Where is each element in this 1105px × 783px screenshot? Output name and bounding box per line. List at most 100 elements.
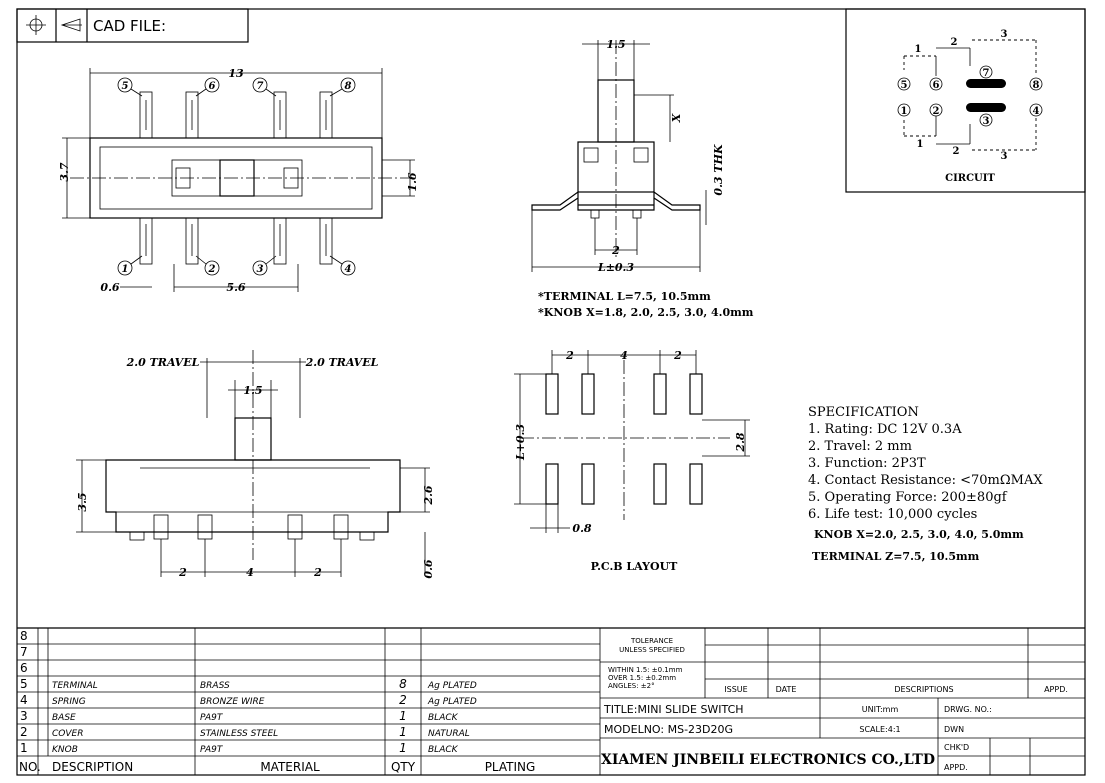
side-note-terminal: *TERMINAL L=7.5, 10.5mm xyxy=(538,290,711,303)
spec-line-5: 5. Operating Force: 200±80gf xyxy=(808,490,1008,505)
travel-left-label: 2.0 TRAVEL xyxy=(126,356,200,369)
side-overall-dim: L±0.3 xyxy=(597,261,634,274)
issue-label: ISSUE xyxy=(724,685,747,694)
top-view: 5 6 7 8 1 2 3 4 13 3.7 1.6 5.6 0.6 xyxy=(58,67,419,294)
unless-label: UNLESS SPECIFIED xyxy=(619,646,685,654)
circuit-pos-bottom-2: 2 xyxy=(953,146,960,157)
circuit-pin-5: 5 xyxy=(901,80,908,91)
pcb-pad-width: 0.8 xyxy=(572,522,591,535)
circuit-pin-2: 2 xyxy=(933,106,940,117)
spec-knob: KNOB X=2.0, 2.5, 3.0, 4.0, 5.0mm xyxy=(814,528,1024,541)
bom-head-qty: QTY xyxy=(391,760,416,774)
bom-row-1-plating: BLACK xyxy=(428,745,459,755)
front-pitch-left: 2 xyxy=(178,566,187,579)
spec-line-2: 2. Travel: 2 mm xyxy=(808,439,912,454)
pin-label-5: 5 xyxy=(122,81,129,92)
pin-label-3: 3 xyxy=(257,264,264,275)
pcb-pitch-left: 2 xyxy=(565,349,574,362)
unit-label: UNIT:mm xyxy=(862,705,899,714)
pin-label-1: 1 xyxy=(122,264,129,275)
model-no: MODELNO: MS-23D20G xyxy=(604,723,733,736)
front-view: 2.0 TRAVEL 2.0 TRAVEL 1.5 3.5 2.6 0.6 2 … xyxy=(76,350,435,579)
spec-terminal: TERMINAL Z=7.5, 10.5mm xyxy=(812,550,980,563)
pcb-pitch-mid: 4 xyxy=(620,349,628,362)
circuit-pos-bottom-3: 3 xyxy=(1001,151,1008,162)
circuit-pin-3: 3 xyxy=(983,116,990,127)
tolerance-label: TOLERANCE xyxy=(630,637,673,645)
bom-head-desc: DESCRIPTION xyxy=(52,760,133,774)
dwn-label: DWN xyxy=(944,725,964,734)
front-knob-width: 1.5 xyxy=(243,384,262,397)
bom-row-3-desc: BASE xyxy=(52,713,76,723)
pin-label-7: 7 xyxy=(257,81,264,92)
bom-row-5-plating: Ag PLATED xyxy=(427,681,477,691)
side-inner-dim: 2 xyxy=(611,244,620,257)
circuit-pin-1: 1 xyxy=(901,106,908,117)
spec-line-6: 6. Life test: 10,000 cycles xyxy=(808,507,977,522)
spec-line-3: 3. Function: 2P3T xyxy=(808,456,926,471)
front-pitch-right: 2 xyxy=(313,566,322,579)
date-label: DATE xyxy=(776,685,797,694)
bom-row-2-desc: COVER xyxy=(52,729,83,739)
cylindricity-symbol-icon xyxy=(60,18,82,32)
pcb-layout: 2 4 2 L+0.3 2.8 0.8 P.C.B LAYOUT xyxy=(514,349,750,573)
dim-height: 3.7 xyxy=(58,162,71,181)
spec-line-4: 4. Contact Resistance: <70mΩMAX xyxy=(808,473,1043,488)
circuit-pin-6: 6 xyxy=(933,80,940,91)
cad-header: CAD FILE: xyxy=(16,8,249,43)
bom-header-row: NO. DESCRIPTION MATERIAL QTY PLATING xyxy=(19,760,535,774)
bom-head-no: NO. xyxy=(19,760,41,774)
side-view: 1.5 X 0.3 THK 2 L±0.3 *TERMINAL L=7.5, 1… xyxy=(531,38,754,319)
bom-table xyxy=(17,627,1085,775)
pin-label-8: 8 xyxy=(345,81,352,92)
spec-title: SPECIFICATION xyxy=(808,405,919,420)
circuit-pos-top-2: 2 xyxy=(951,37,958,48)
side-knob-height: X xyxy=(670,113,683,123)
spec-line-1: 1. Rating: DC 12V 0.3A xyxy=(808,422,962,437)
bom-row-1-desc: KNOB xyxy=(52,745,78,755)
chkd-label: CHK'D xyxy=(944,743,969,752)
front-pitch-mid: 4 xyxy=(246,566,254,579)
bom-row-7-no: 7 xyxy=(20,645,28,659)
pcb-pitch-right: 2 xyxy=(673,349,682,362)
sheet-border xyxy=(16,8,1086,776)
dim-pin-pitch: 5.6 xyxy=(226,281,245,294)
bom-row-2-plating: NATURAL xyxy=(428,729,470,739)
appd-label: APPD. xyxy=(1044,685,1068,694)
circuit-contact-top xyxy=(966,79,1006,88)
bom-row-5-mat: BRASS xyxy=(200,681,230,691)
circuit-pin-7: 7 xyxy=(983,68,990,79)
bom-row-5-qty: 8 xyxy=(399,677,407,691)
bom-row-4-qty: 2 xyxy=(399,693,407,707)
circuit-pin-8: 8 xyxy=(1033,80,1040,91)
bom-row-5-no: 5 xyxy=(20,677,28,691)
circuit-diagram: 5 6 7 8 1 2 3 4 1 2 3 1 2 3 CIRCUIT xyxy=(845,8,1086,193)
dim-knob: 1.6 xyxy=(406,172,419,191)
pcb-length: L+0.3 xyxy=(514,424,527,461)
bom-row-3-mat: PA9T xyxy=(200,713,224,723)
pcb-title: P.C.B LAYOUT xyxy=(591,560,679,573)
front-pin-height: 0.6 xyxy=(422,559,435,578)
circuit-pos-top-1: 1 xyxy=(915,44,922,55)
circuit-pos-top-3: 3 xyxy=(1001,29,1008,40)
front-body-height: 2.6 xyxy=(422,485,435,505)
bom-row-1-no: 1 xyxy=(20,741,28,755)
bom-row-6-no: 6 xyxy=(20,661,28,675)
bom-row-4-mat: BRONZE WIRE xyxy=(200,697,265,707)
front-height: 3.5 xyxy=(76,492,89,511)
pin-label-4: 4 xyxy=(345,264,352,275)
bom-row-4-desc: SPRING xyxy=(52,697,86,707)
company-name: XIAMEN JINBEILI ELECTRONICS CO.,LTD xyxy=(601,752,935,768)
specification: SPECIFICATION 1. Rating: DC 12V 0.3A 2. … xyxy=(808,405,1043,563)
bom-row-3-no: 3 xyxy=(20,709,28,723)
side-note-knob: *KNOB X=1.8, 2.0, 2.5, 3.0, 4.0mm xyxy=(538,306,754,319)
bom-head-plating: PLATING xyxy=(485,760,536,774)
circuit-pin-4: 4 xyxy=(1033,106,1040,117)
over-label: OVER 1.5: ±0.2mm xyxy=(608,674,676,682)
bom-row-1-qty: 1 xyxy=(399,741,407,755)
cad-file-label: CAD FILE: xyxy=(93,17,166,35)
circuit-pos-bottom-1: 1 xyxy=(917,139,924,150)
bom-row-3-plating: BLACK xyxy=(428,713,459,723)
side-thickness: 0.3 THK xyxy=(712,144,725,196)
